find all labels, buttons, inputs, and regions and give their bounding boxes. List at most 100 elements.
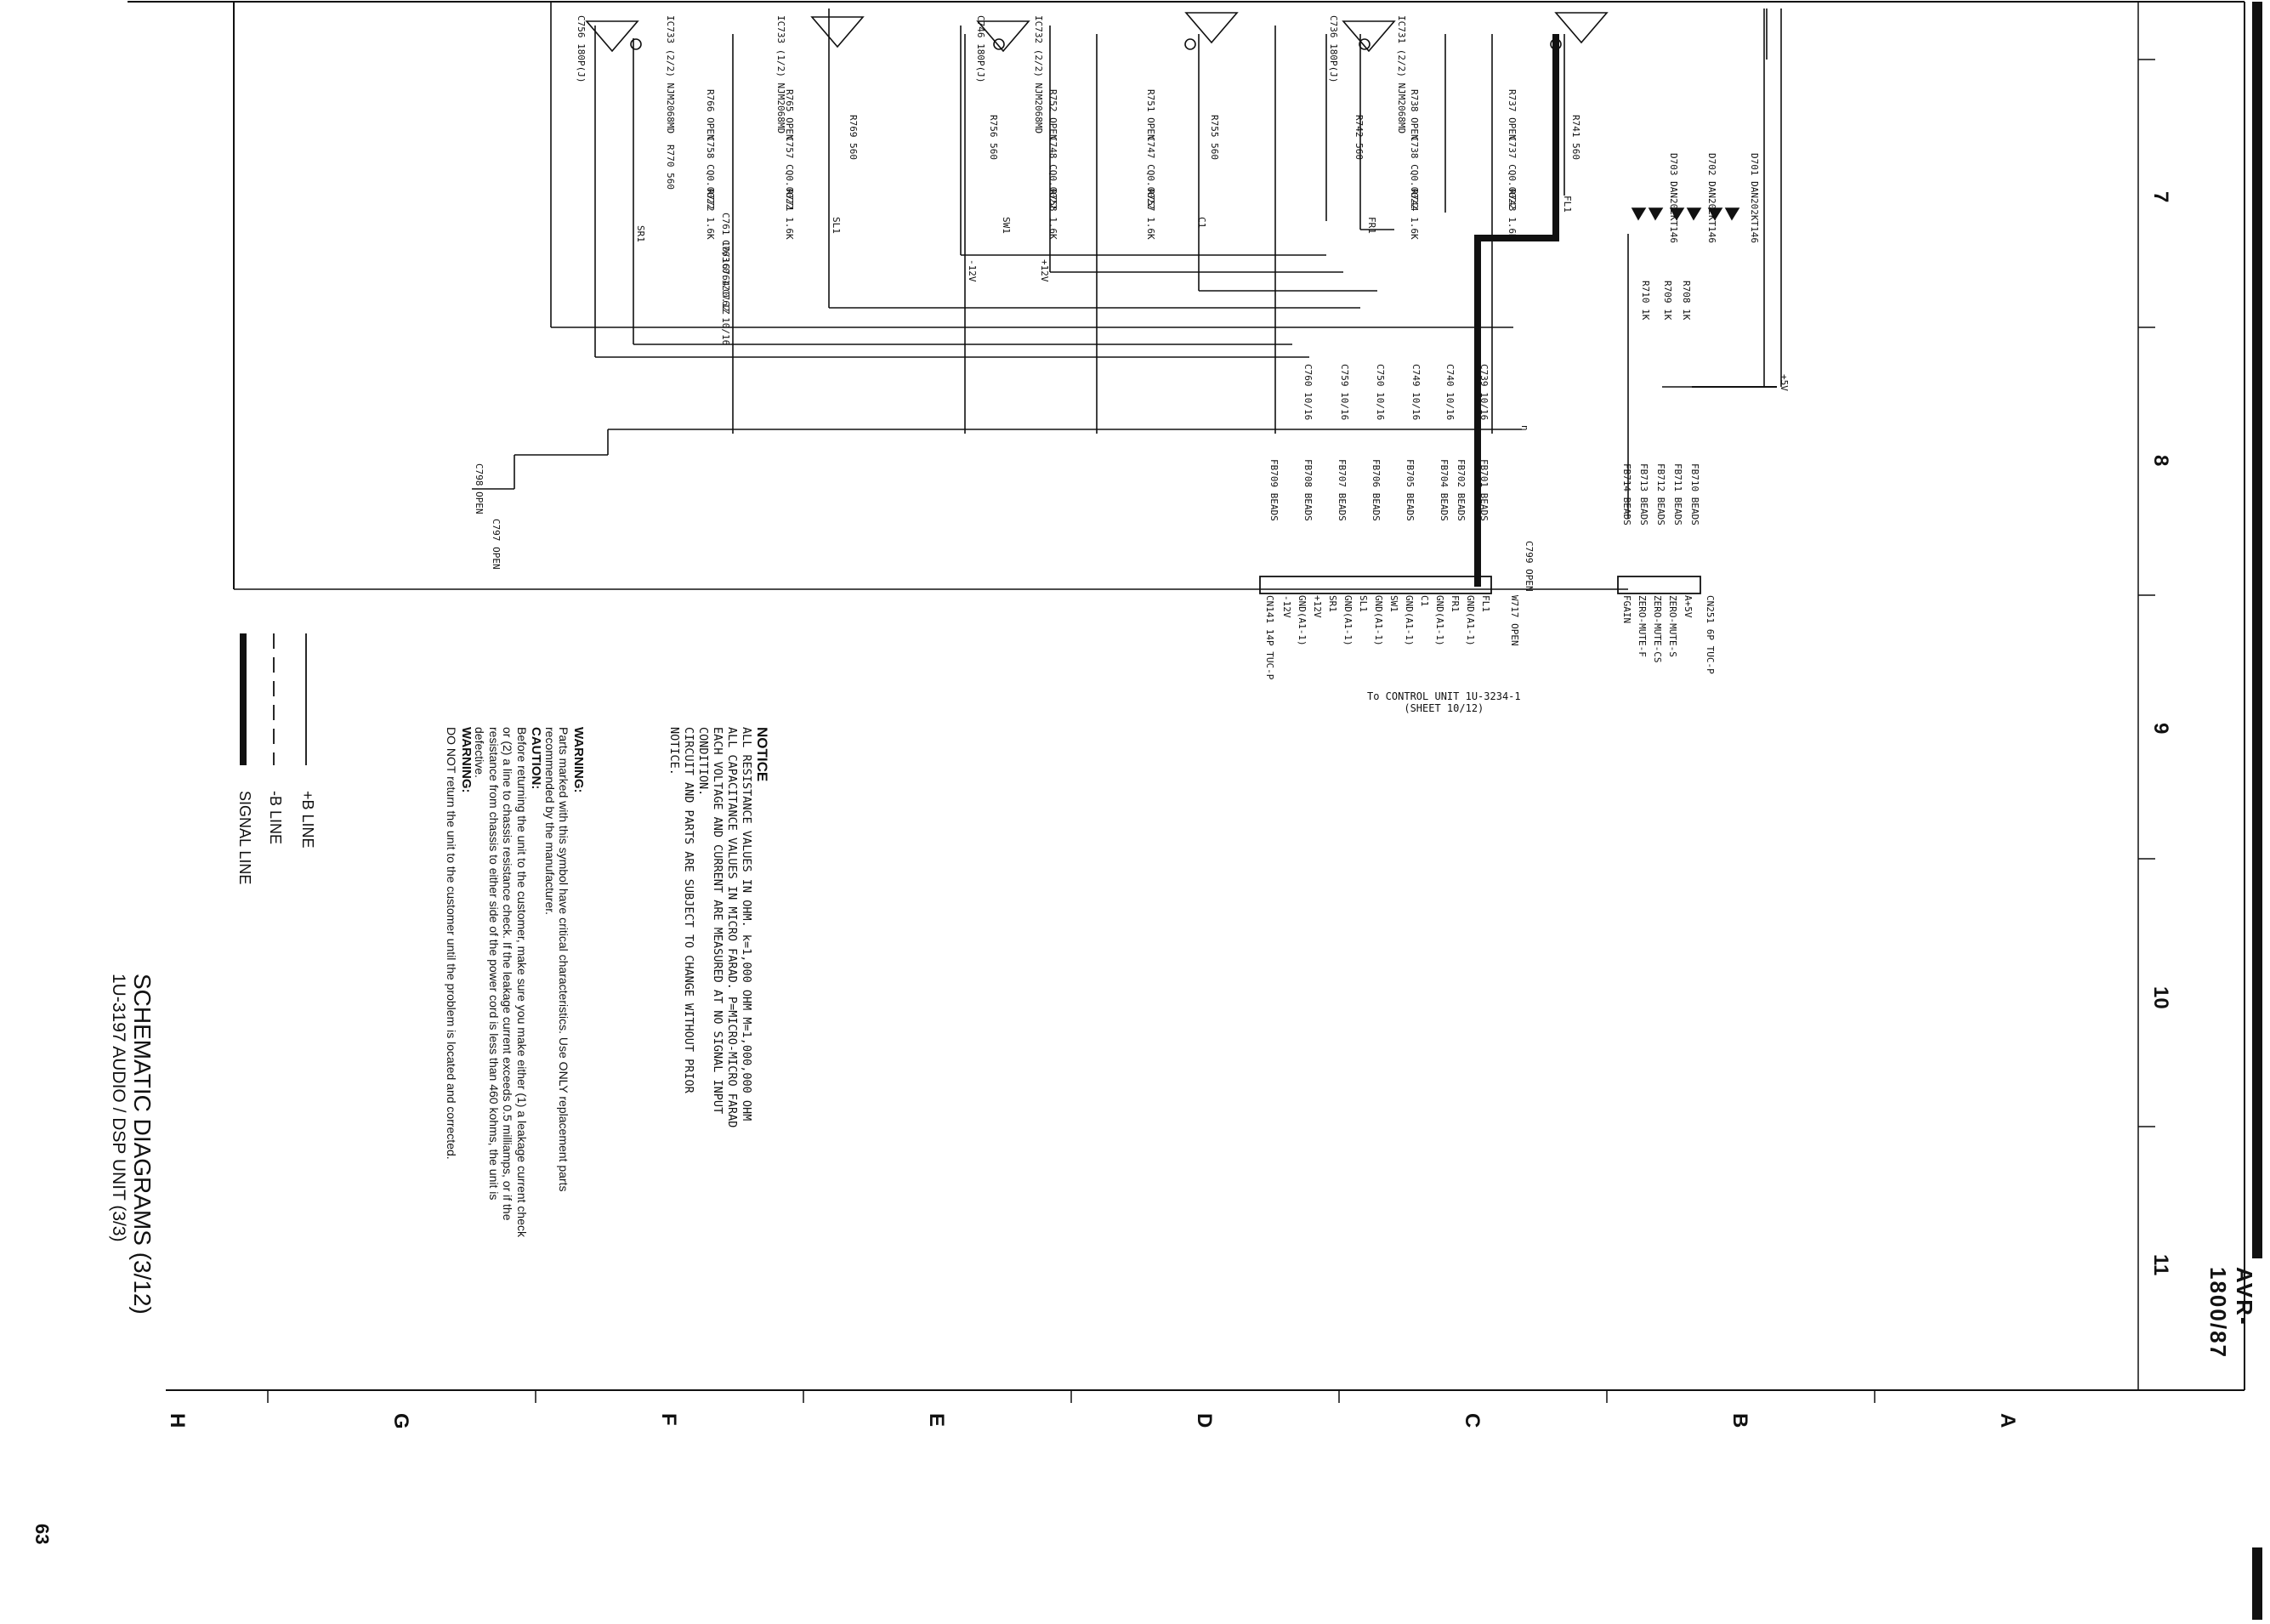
grid-col-f: F xyxy=(657,1413,680,1426)
label-c739: C739 10/16 xyxy=(1478,364,1490,421)
label-c740: C740 10/16 xyxy=(1444,364,1456,421)
label-c798: C798 OPEN xyxy=(474,463,485,514)
cn141-pin-12: FR1 xyxy=(1450,595,1461,612)
label-r709: R709 1K xyxy=(1662,281,1673,321)
notice-line-1: ALL RESISTANCE VALUES IN OHM. k=1,000 OH… xyxy=(740,727,753,1121)
connector-cn141-block xyxy=(1259,576,1492,594)
notice-line-6: NOTICE. xyxy=(667,727,681,775)
label-d703: D703 DAN202KT146 xyxy=(1668,153,1679,243)
net-fl1: FL1 xyxy=(1562,196,1573,213)
label-fb710: FB710 BEADS xyxy=(1689,463,1700,525)
caution-text: Before returning the unit to the custome… xyxy=(473,727,530,1237)
grid-ticks-right xyxy=(2138,59,2155,1127)
label-c736: C736 180P(J) xyxy=(1328,15,1339,83)
label-fb706: FB706 BEADS xyxy=(1371,459,1382,521)
grid-col-h: H xyxy=(166,1413,189,1428)
label-c747: C747 CQ0.0022 xyxy=(1145,136,1156,210)
label-c750: C750 10/16 xyxy=(1375,364,1386,421)
notice-line-4: CONDITION. xyxy=(696,727,710,797)
caution-title: CAUTION: xyxy=(529,727,544,790)
notice-block: NOTICE ALL RESISTANCE VALUES IN OHM. k=1… xyxy=(667,727,770,1203)
diodes xyxy=(1631,207,1740,221)
warning2-text: DO NOT return the unit to the customer u… xyxy=(445,727,459,1160)
label-r752: R752 OPEN xyxy=(1047,89,1058,140)
grid-col-b: B xyxy=(1728,1413,1751,1428)
notice-line-5: CIRCUIT AND PARTS ARE SUBJECT TO CHANGE … xyxy=(682,727,695,1093)
label-c748: C748 CQ0.0022 xyxy=(1047,136,1058,210)
connector-cn251-block xyxy=(1617,576,1701,594)
cn141-pin-9: GND(A1-1) xyxy=(1404,595,1415,646)
net-sr1: SR1 xyxy=(635,225,646,242)
cn141-pin-10: C1 xyxy=(1419,595,1430,607)
cn141-pin-4: SR1 xyxy=(1327,595,1338,612)
label-fb704: FB704 BEADS xyxy=(1439,459,1450,521)
cn251-pin-5: A+5V xyxy=(1683,595,1694,618)
net-n: n xyxy=(1519,425,1530,431)
label-r737: R737 OPEN xyxy=(1507,89,1518,140)
model-label: AVR-1800/87 xyxy=(2205,1267,2257,1359)
label-r766: R766 OPEN xyxy=(705,89,716,140)
label-c799: C799 OPEN xyxy=(1524,541,1535,592)
destination-label: To CONTROL UNIT 1U-3234-1 (SHEET 10/12) xyxy=(1367,690,1521,714)
cn251-name: CN251 6P TUC-P xyxy=(1705,595,1716,674)
cn141-pin-8: SW1 xyxy=(1388,595,1399,612)
label-r756: R756 560 xyxy=(988,115,999,160)
label-c759: C759 10/16 xyxy=(1339,364,1350,421)
label-fb711: FB711 BEADS xyxy=(1672,463,1683,525)
label-c737: C737 CQ0.0022 xyxy=(1507,136,1518,210)
notice-line-2: ALL CAPACITANCE VALUES IN MICRO FARAD. P… xyxy=(725,727,739,1128)
opamps xyxy=(585,12,1609,53)
warning2-title: WARNING: xyxy=(459,727,474,793)
label-r741: R741 560 xyxy=(1570,115,1581,160)
signal-line-heavy xyxy=(1474,34,1559,587)
cn141-pin-14: FL1 xyxy=(1480,595,1491,612)
grid-col-c: C xyxy=(1461,1413,1484,1428)
cn141-pin-7: GND(A1-1) xyxy=(1373,595,1384,646)
label-fb712: FB712 BEADS xyxy=(1655,463,1666,525)
cn141-pin-6: SL1 xyxy=(1358,595,1369,612)
label-d701: D701 DAN202KT146 xyxy=(1749,153,1760,243)
grid-col-d: D xyxy=(1193,1413,1216,1428)
cn141-pin-3: +12V xyxy=(1312,595,1323,618)
net-sl1: SL1 xyxy=(831,217,842,234)
net-plus12v: +12V xyxy=(1039,259,1050,282)
label-fb707: FB707 BEADS xyxy=(1336,459,1348,521)
cn251-pin-2: ZERO-MUTE-F xyxy=(1637,595,1648,657)
notice-line-3: EACH VOLTAGE AND CURRENT ARE MEASURED AT… xyxy=(711,727,724,1115)
label-fb701: FB701 BEADS xyxy=(1478,459,1490,521)
w717-label: W717 OPEN xyxy=(1509,595,1520,646)
cn251-pin-1: FGAIN xyxy=(1621,595,1632,624)
label-c756: C756 180P(J) xyxy=(576,15,587,83)
label-r738: R738 OPEN xyxy=(1409,89,1420,140)
cn141-pin-5: GND(A1-1) xyxy=(1342,595,1353,646)
cn141-pin-2: GND(A1-1) xyxy=(1297,595,1308,646)
label-r751: R751 OPEN xyxy=(1145,89,1156,140)
notice-heading: NOTICE xyxy=(754,727,770,782)
grid-row-8: 8 xyxy=(2149,455,2172,467)
page-number: 63 xyxy=(31,1524,53,1545)
label-c760: C760 10/16 xyxy=(1302,364,1314,421)
wiring xyxy=(472,2,1782,519)
label-c758: C758 CQ0.0022 xyxy=(705,136,716,210)
title-line-2: 1U-3197 AUDIO / DSP UNIT (3/3) xyxy=(109,974,128,1242)
label-fb713: FB713 BEADS xyxy=(1638,463,1649,525)
label-ic733-22: IC733 (2/2) NJM2068MD xyxy=(665,15,676,134)
label-fb714: FB714 BEADS xyxy=(1621,463,1632,525)
net-fr1: FR1 xyxy=(1366,217,1377,234)
label-c757: C757 CQ0.0022 xyxy=(784,136,795,210)
net-sw1: SW1 xyxy=(1001,217,1012,234)
grid-row-11: 11 xyxy=(2149,1254,2172,1276)
label-c746: C746 180P(J) xyxy=(975,15,986,83)
label-r708: R708 1K xyxy=(1681,281,1692,321)
legend-plus-b-label: +B LINE xyxy=(299,791,316,849)
cn251-pin-4: ZERO-MUTE-S xyxy=(1667,595,1678,657)
grid-row-9: 9 xyxy=(2149,723,2172,735)
cn141-pin-11: GND(A1-1) xyxy=(1434,595,1445,646)
label-fb702: FB702 BEADS xyxy=(1456,459,1467,521)
cn141-pin-1: -12V xyxy=(1281,595,1292,618)
title-line-1: SCHEMATIC DIAGRAMS (3/12) xyxy=(129,974,156,1315)
label-ic733-12: IC733 (1/2) NJM2068MD xyxy=(775,15,786,134)
net-plus5v: +5V xyxy=(1779,374,1790,391)
